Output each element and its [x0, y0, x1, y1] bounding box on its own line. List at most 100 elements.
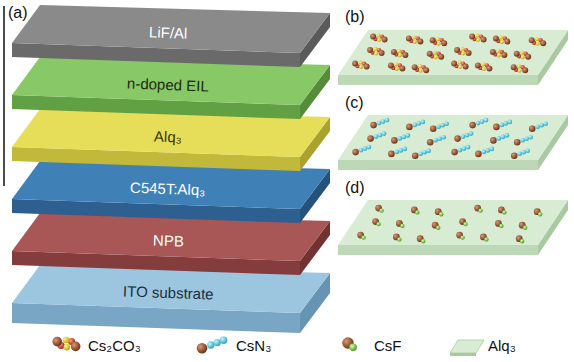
legend-text: Alq₃: [488, 337, 516, 354]
atom: [421, 239, 425, 243]
atom: [475, 151, 482, 158]
atom: [529, 125, 536, 132]
atom: [465, 133, 470, 138]
atom: [378, 133, 383, 138]
legend-item: CsN₃: [196, 334, 271, 356]
atom: [466, 145, 471, 150]
atom: [220, 337, 227, 344]
atom: [377, 38, 381, 42]
panel-label: (b): [345, 8, 365, 26]
atom: [374, 134, 379, 139]
atom: [397, 237, 401, 241]
atom: [469, 34, 475, 40]
atom: [399, 148, 404, 153]
atom: [379, 50, 385, 56]
atom: [511, 152, 518, 159]
atom: [475, 62, 481, 68]
atom: [476, 38, 480, 42]
atom: [529, 37, 535, 43]
atom: [528, 135, 533, 140]
atom: [490, 137, 497, 144]
atom: [463, 64, 469, 70]
atom: [377, 34, 381, 38]
atom: [376, 222, 380, 226]
atom: [417, 121, 422, 126]
atom: [500, 123, 505, 128]
atom: [499, 35, 503, 39]
slab-top: [338, 30, 568, 75]
atom: [538, 212, 542, 216]
atom: [430, 37, 436, 43]
atom: [469, 131, 474, 136]
atom: [436, 226, 440, 230]
atom: [214, 339, 221, 346]
atom: [364, 64, 370, 70]
legend-text: CsN₃: [236, 337, 271, 354]
atom: [517, 64, 521, 68]
atom: [508, 120, 513, 125]
atom: [436, 124, 441, 129]
device-layer: n-doped EIL: [127, 75, 209, 96]
atom: [486, 148, 491, 153]
atom: [403, 147, 408, 152]
atom: [367, 47, 373, 53]
atom: [406, 124, 413, 131]
atom: [438, 54, 444, 60]
atom: [490, 147, 495, 152]
atom: [363, 146, 368, 151]
atom: [454, 47, 460, 53]
slab-front: [338, 75, 538, 85]
atom: [423, 67, 429, 73]
margin-line: [3, 6, 5, 186]
atom: [520, 239, 524, 243]
atom: [481, 37, 487, 43]
slab-front: [338, 245, 538, 255]
atom: [388, 62, 394, 68]
atom: [422, 150, 427, 155]
atom: [433, 51, 437, 55]
atom: [406, 35, 412, 41]
atom: [461, 52, 465, 56]
layer-name: Alq₃: [154, 128, 182, 146]
atom: [458, 61, 462, 65]
atom: [501, 135, 506, 140]
atom: [481, 62, 485, 66]
atom: [469, 122, 476, 129]
atom: [463, 222, 467, 226]
atom: [440, 123, 445, 128]
layer-name: ITO substrate: [122, 282, 213, 302]
atom: [539, 123, 544, 128]
atom: [454, 135, 461, 142]
atom: [482, 67, 486, 71]
atom: [417, 38, 423, 44]
atom: [402, 52, 408, 58]
atom: [514, 51, 520, 57]
atom: [395, 67, 399, 71]
atom: [458, 65, 462, 69]
atom: [436, 37, 440, 41]
legend-swatch: [448, 334, 484, 356]
atom: [540, 40, 546, 46]
atom: [352, 61, 358, 67]
atom: [523, 226, 527, 230]
atom: [493, 124, 500, 131]
atom: [520, 138, 525, 143]
atom: [441, 40, 447, 46]
atom: [480, 119, 485, 124]
atom: [427, 51, 433, 57]
atom: [395, 150, 400, 155]
atom: [525, 148, 530, 153]
atom: [484, 237, 488, 241]
atom: [427, 139, 434, 146]
atom: [426, 148, 431, 153]
doped-layer-panels: [338, 30, 568, 255]
legend-icon: [196, 334, 232, 356]
slab-top: [338, 115, 568, 160]
slab-front: [338, 160, 538, 170]
device-layer: LiF/Al: [149, 23, 188, 42]
atom: [482, 150, 487, 155]
atom: [437, 42, 441, 46]
atom: [391, 137, 398, 144]
atom: [486, 65, 492, 71]
